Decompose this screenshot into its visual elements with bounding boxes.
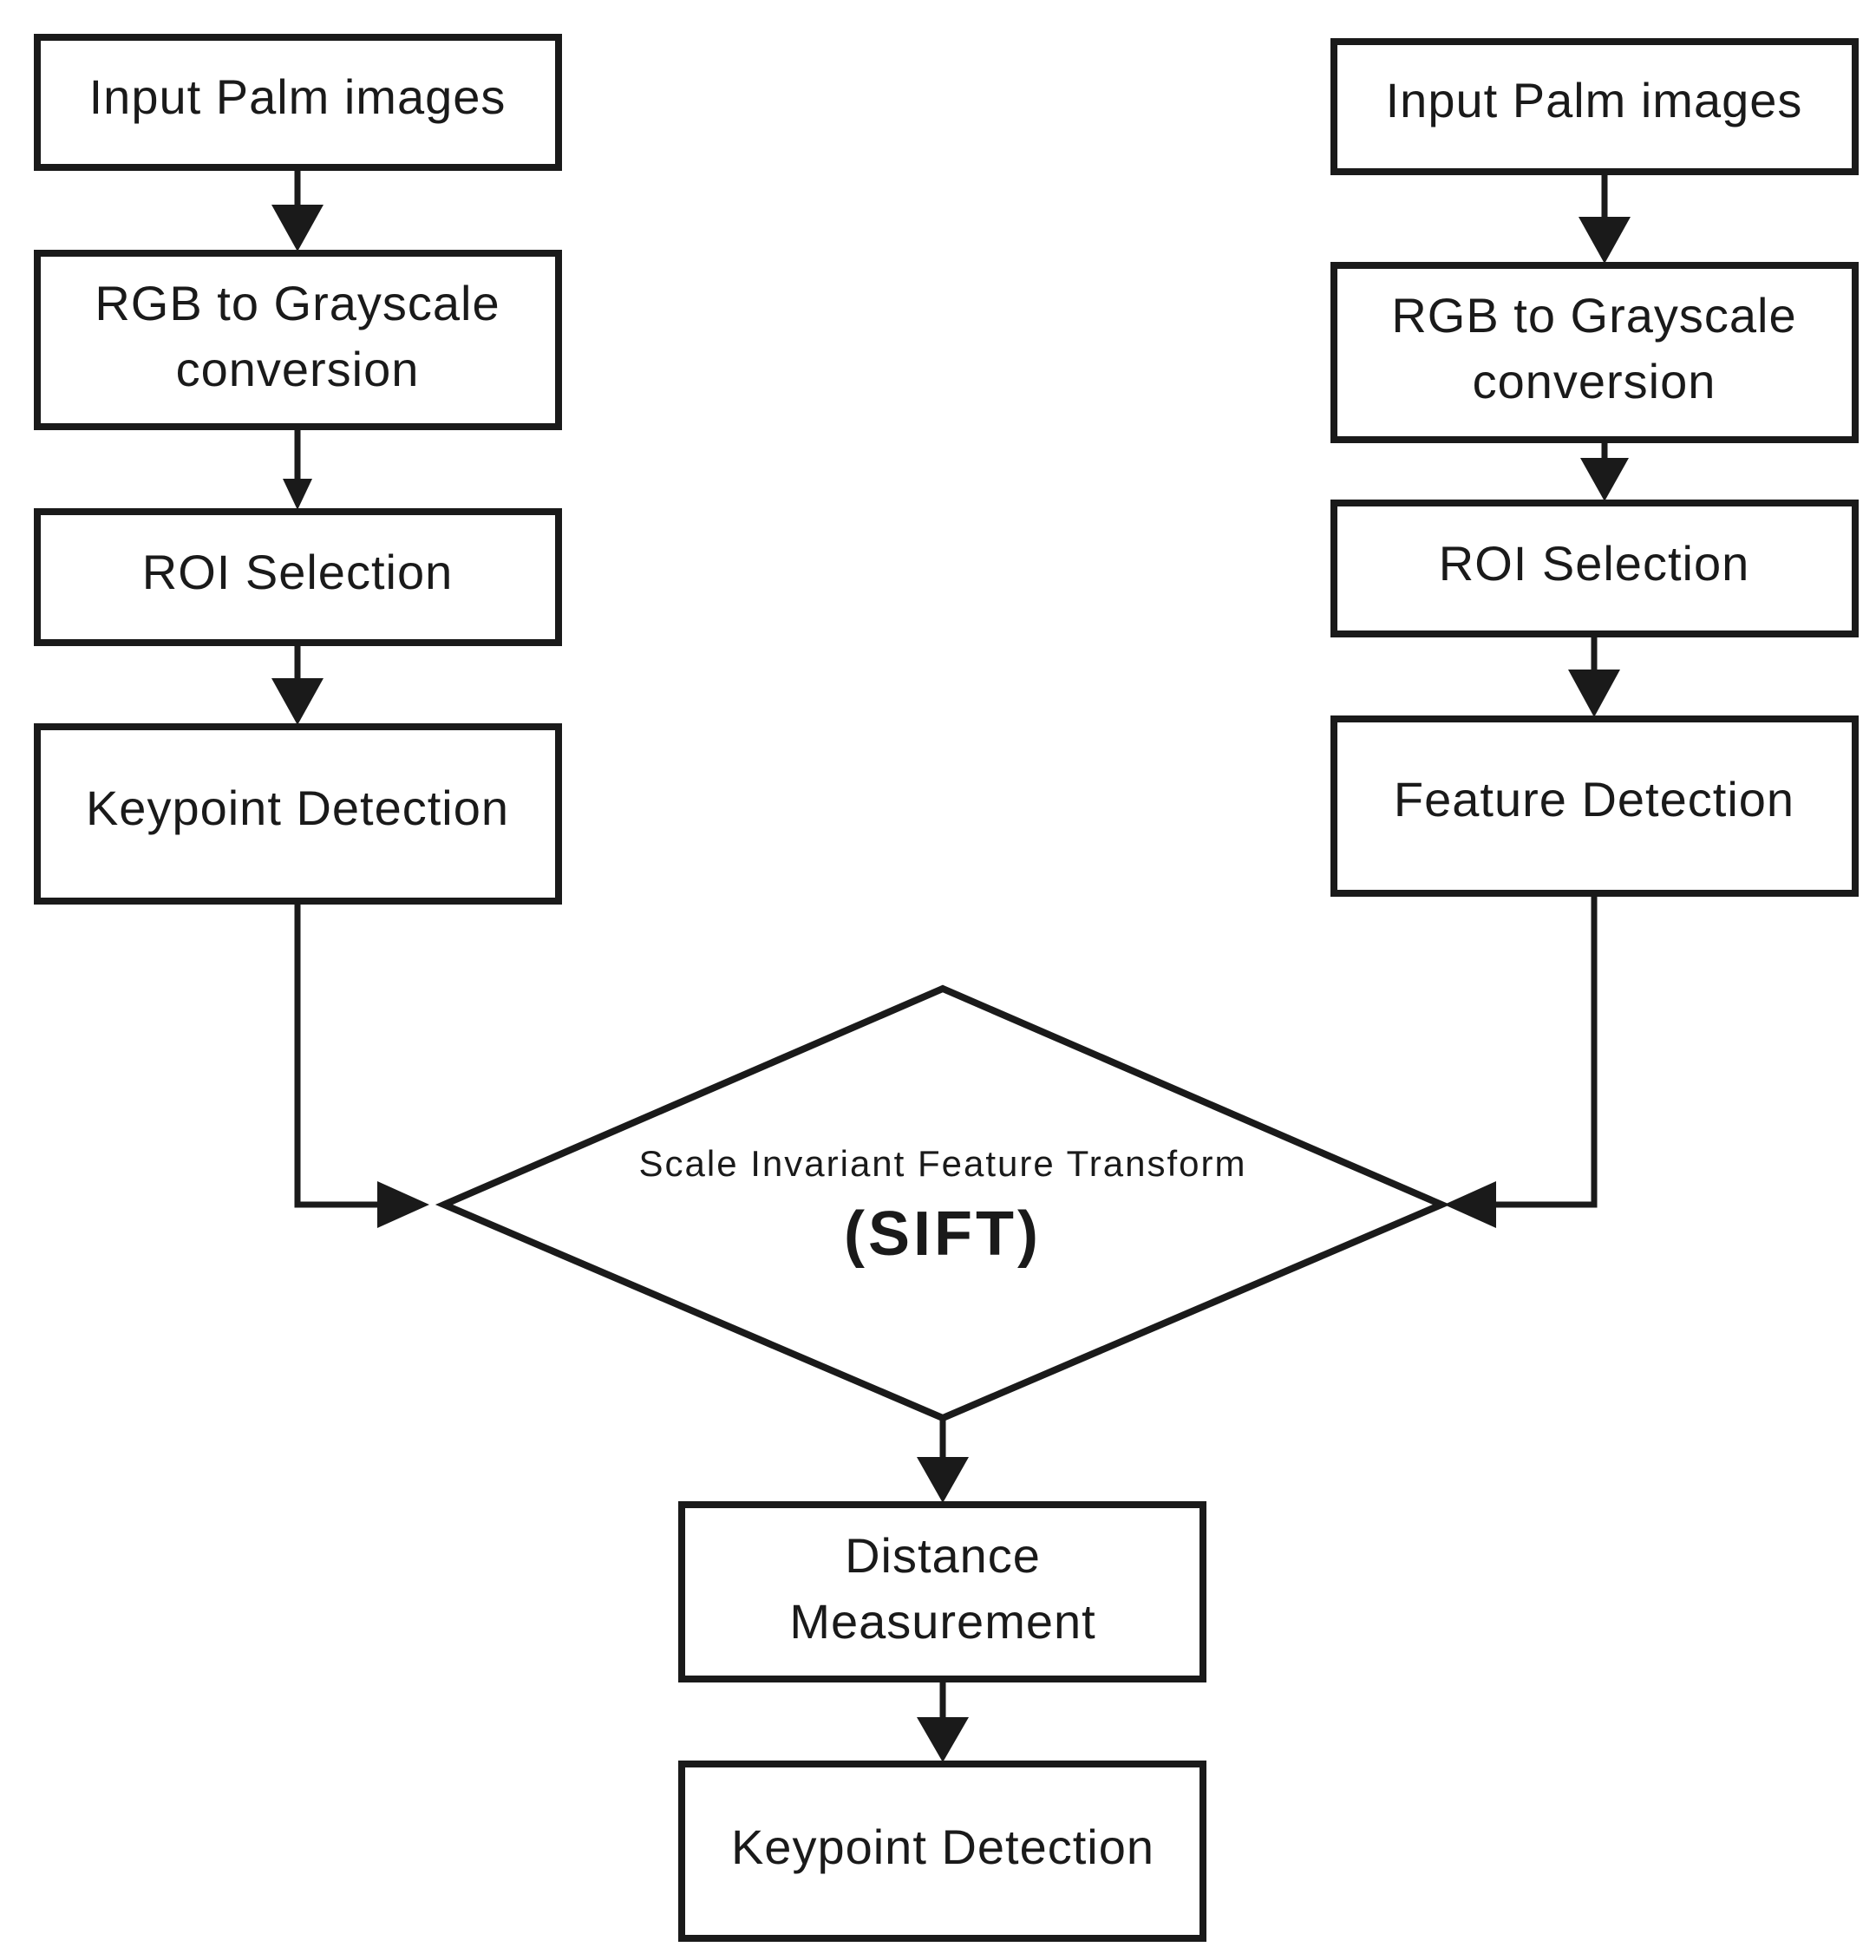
right-arrowhead-1 [1579,217,1631,264]
left-branch: Input Palm images RGB to Grayscale conve… [34,34,562,1228]
left-grayscale-label-line1: RGB to Grayscale [95,276,500,330]
left-arrowhead-3 [271,678,324,725]
distance-to-keypoint-arrowhead [917,1717,969,1762]
left-keypoint-label: Keypoint Detection [86,781,509,835]
right-input-label: Input Palm images [1386,73,1803,127]
distance-label-line1: Distance [845,1528,1041,1583]
left-grayscale-box [34,250,562,430]
right-input-box [1330,38,1859,175]
right-arrowhead-3 [1568,670,1620,717]
left-connector-to-sift [294,901,395,1208]
right-grayscale-box [1330,262,1859,443]
sift-label-line1: Scale Invariant Feature Transform [639,1143,1247,1184]
right-feature-label: Feature Detection [1394,772,1794,826]
right-connector-to-sift [1479,893,1598,1208]
left-arrowhead-2 [283,479,312,510]
right-roi-label: ROI Selection [1439,536,1750,591]
left-arrowhead-to-sift [377,1181,429,1228]
left-arrowhead-1 [271,205,324,252]
right-roi-box [1330,500,1859,637]
right-arrowhead-to-sift [1444,1181,1496,1228]
final-keypoint-box [678,1761,1206,1942]
right-grayscale-label-line1: RGB to Grayscale [1391,288,1796,343]
distance-label-line2: Measurement [789,1594,1095,1649]
left-keypoint-box [34,723,562,905]
distance-box [678,1501,1206,1682]
left-input-box [34,34,562,171]
sift-label-line2: (SIFT) [844,1199,1042,1269]
sift-decision: Scale Invariant Feature Transform (SIFT) [435,984,1451,1422]
left-input-label: Input Palm images [89,69,507,124]
sift-to-distance-arrowhead [917,1457,969,1503]
left-grayscale-label-line2: conversion [176,342,420,396]
right-branch: Input Palm images RGB to Grayscale conve… [1330,38,1859,1228]
right-grayscale-label-line2: conversion [1473,354,1716,408]
final-keypoint-label: Keypoint Detection [731,1820,1154,1874]
left-roi-label: ROI Selection [142,545,454,599]
right-arrowhead-2 [1580,458,1629,501]
bottom-branch: Distance Measurement Keypoint Detection [678,1418,1206,1942]
right-feature-box [1330,715,1859,897]
